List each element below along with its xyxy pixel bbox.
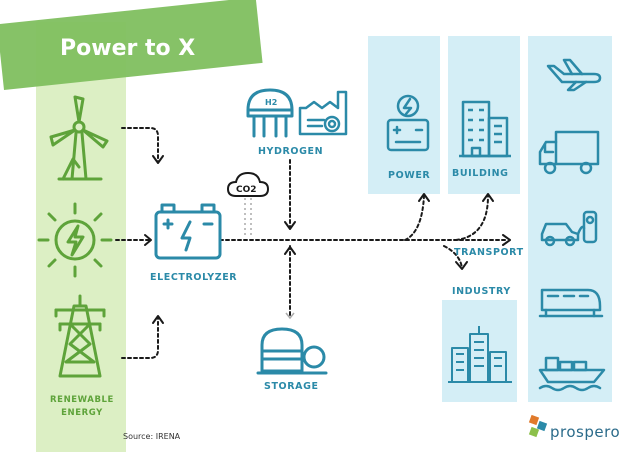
brand-name: prospero	[550, 423, 621, 441]
storage-label: STORAGE	[264, 381, 319, 392]
hydrogen-icons: H2	[246, 88, 348, 138]
h2-text: H2	[265, 98, 277, 107]
power-label: POWER	[388, 170, 431, 181]
co2-text: CO2	[236, 185, 257, 195]
airplane-icon	[546, 58, 602, 92]
transport-label: TRANSPORT	[454, 247, 524, 258]
gas-tank-icon	[246, 88, 294, 138]
building-label: BUILDING	[452, 168, 509, 179]
battery-icon	[154, 203, 222, 260]
industry-label: INDUSTRY	[452, 286, 511, 297]
industry-city-icon	[448, 326, 512, 383]
arrow-to-transport-industry	[443, 245, 463, 269]
building-panel	[448, 36, 520, 194]
electrolyzer-label: ELECTROLYZER	[150, 272, 238, 283]
arrow-to-power	[404, 195, 425, 241]
power-tower-icon	[54, 294, 106, 378]
solar-bolt-icon	[37, 202, 113, 278]
ship-icon	[538, 356, 606, 392]
source-note: Source: IRENA	[123, 432, 181, 441]
wind-turbine-icon	[49, 95, 109, 181]
train-icon	[538, 288, 604, 318]
co2-cloud-icon: CO2	[226, 171, 270, 197]
truck-icon	[538, 130, 600, 175]
page-title: Power to X	[60, 36, 196, 61]
renewable-energy-label: RENEWABLE ENERGY	[50, 395, 114, 418]
hydrogen-label: HYDROGEN	[258, 146, 324, 157]
buildings-icon	[459, 100, 511, 158]
factory-icon	[298, 90, 348, 136]
arrow-to-building	[455, 195, 489, 241]
storage-tank-icon	[256, 327, 328, 375]
car-charging-icon	[540, 210, 598, 247]
battery-bolt-icon	[386, 94, 430, 152]
prospero-logo-icon	[528, 414, 548, 438]
transport-panel	[528, 36, 612, 402]
arrow-tower-to-electrolyzer	[121, 317, 159, 359]
